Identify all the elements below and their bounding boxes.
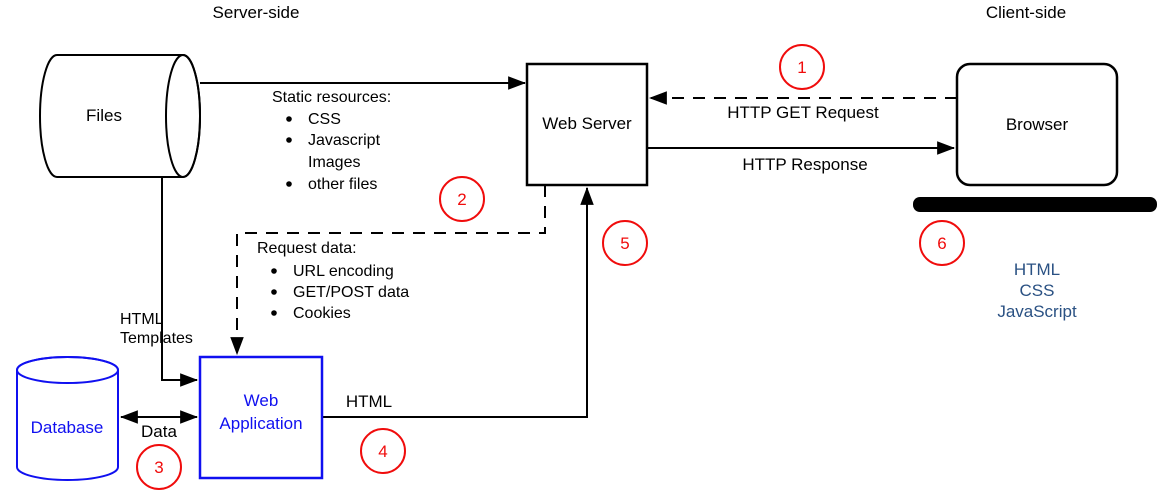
- http-response-label: HTTP Response: [742, 155, 867, 174]
- edge-webserver-to-webapp-request-data: [230, 185, 546, 356]
- bullet-icon: [286, 116, 292, 122]
- files-label: Files: [86, 106, 122, 125]
- step-circle: [919, 220, 965, 266]
- data-label: Data: [141, 422, 177, 441]
- step-circle: [779, 44, 825, 90]
- files-node: Files: [39, 54, 201, 178]
- html-label: HTML: [346, 392, 392, 411]
- step-marker-4: 4: [360, 428, 406, 474]
- web-application-node: Web Application: [198, 355, 324, 480]
- step-marker-5: 5: [602, 220, 648, 266]
- client-tech-item: JavaScript: [997, 302, 1077, 321]
- edge-files-to-webapp-templates: [161, 177, 199, 387]
- step-marker-2: 2: [439, 176, 485, 222]
- static-resources-item: Images: [308, 154, 360, 171]
- database-cylinder-cap: [16, 356, 119, 384]
- request-data-item: Cookies: [293, 305, 351, 322]
- edge-webapp-to-webserver-html: [322, 186, 594, 418]
- server-side-heading: Server-side: [213, 3, 300, 22]
- step-number: 6: [937, 234, 946, 253]
- step-marker-6: 6: [919, 220, 965, 266]
- static-resources-item: Javascript: [308, 132, 381, 149]
- database-label: Database: [31, 418, 104, 437]
- bullet-icon: [286, 137, 292, 143]
- files-cylinder-cap: [165, 54, 201, 178]
- web-server-node: Web Server: [525, 62, 649, 187]
- static-resources-item: CSS: [308, 111, 341, 128]
- web-server-label: Web Server: [542, 114, 632, 133]
- step-circle: [602, 220, 648, 266]
- step-circle: [360, 428, 406, 474]
- request-data-item: URL encoding: [293, 263, 394, 280]
- static-resources-item: other files: [308, 176, 377, 193]
- step-number: 1: [797, 58, 806, 77]
- client-tech-item: HTML: [1014, 260, 1060, 279]
- web-application-label-line1: Web: [244, 391, 279, 410]
- request-data-title: Request data:: [257, 240, 357, 257]
- database-node: Database: [16, 356, 119, 481]
- step-number: 3: [154, 458, 163, 477]
- static-resources-title: Static resources:: [272, 89, 391, 106]
- step-marker-3: 3: [136, 444, 182, 490]
- bullet-icon: [271, 310, 277, 316]
- request-data-item: GET/POST data: [293, 284, 409, 301]
- step-marker-1: 1: [779, 44, 825, 90]
- web-application-box: [198, 355, 324, 480]
- client-tech-item: CSS: [1020, 281, 1055, 300]
- web-application-label-line2: Application: [219, 414, 302, 433]
- step-circle: [439, 176, 485, 222]
- client-tech-list: HTML CSS JavaScript: [997, 260, 1077, 321]
- browser-box: [955, 62, 1119, 187]
- step-number: 2: [457, 190, 466, 209]
- request-data-annotation: Request data: URL encoding GET/POST data…: [257, 240, 409, 322]
- browser-label: Browser: [1006, 115, 1069, 134]
- client-side-heading: Client-side: [986, 3, 1066, 22]
- html-templates-label-line1: HTML: [120, 311, 164, 328]
- html-templates-label-line2: Templates: [120, 330, 193, 347]
- bullet-icon: [286, 181, 292, 187]
- bullet-icon: [271, 268, 277, 274]
- step-number: 4: [378, 442, 387, 461]
- browser-base-bar: [913, 197, 1157, 212]
- http-get-request-label: HTTP GET Request: [727, 103, 879, 122]
- step-circle: [136, 444, 182, 490]
- web-server-box: [525, 62, 649, 187]
- bullet-icon: [271, 289, 277, 295]
- browser-node: Browser: [955, 62, 1119, 187]
- step-number: 5: [620, 234, 629, 253]
- static-resources-annotation: Static resources: CSS Javascript Images …: [272, 89, 391, 193]
